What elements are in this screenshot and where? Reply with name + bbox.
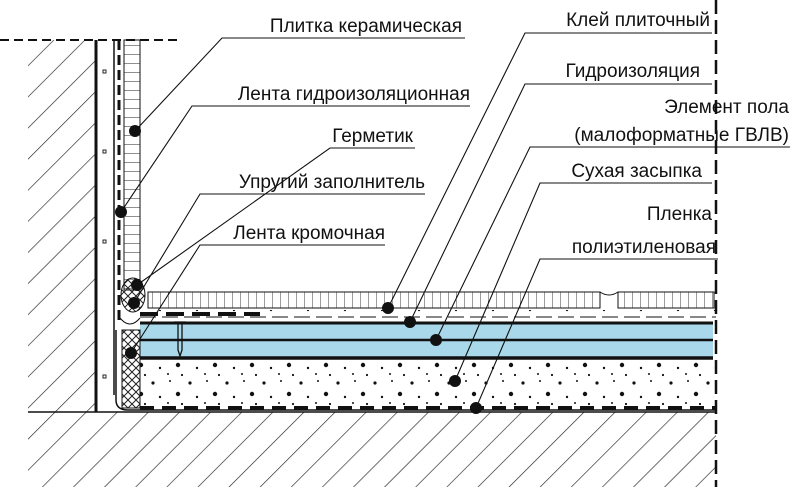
label-dry-backfill: Сухая засыпка [571, 161, 702, 182]
floor-tile [147, 291, 715, 309]
label-floor-element: Элемент пола [664, 97, 789, 118]
label-elastic-filler: Упругий заполнитель [239, 172, 425, 193]
label-pe-film: Пленка [647, 204, 713, 225]
screw-icon [174, 321, 186, 359]
label-pe-film-line2: полиэтиленовая [572, 237, 716, 258]
label-waterproofing-tape: Лента гидроизоляционная [238, 84, 470, 105]
floor-slab [28, 411, 716, 487]
gvlv-floor-element [140, 321, 713, 360]
label-ceramic-tile: Плитка керамическая [270, 16, 462, 37]
dry-backfill [140, 360, 714, 406]
label-waterproofing: Гидроизоляция [566, 61, 700, 82]
label-edge-tape: Лента кромочная [233, 223, 385, 244]
edge-tape [121, 329, 141, 409]
label-tile-adhesive: Клей плиточный [566, 10, 710, 31]
polyethylene-film [115, 330, 716, 411]
label-sealant: Герметик [332, 126, 413, 147]
leader-lines [120, 32, 790, 409]
tile-adhesive-layer [140, 310, 716, 318]
wall-tile [117, 39, 141, 320]
leader-dots [115, 125, 482, 414]
label-floor-element-detail: (малоформатные ГВЛВ) [574, 125, 789, 146]
wall [0, 39, 180, 412]
